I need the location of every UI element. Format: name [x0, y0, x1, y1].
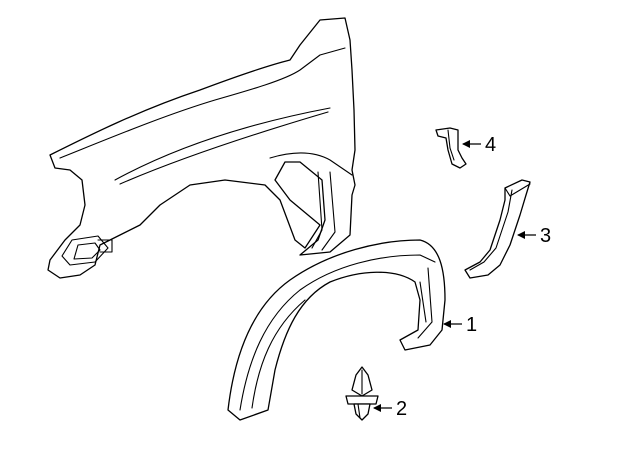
- callout-1: 1: [443, 314, 477, 336]
- fender-part: [47, 17, 356, 279]
- callout-3: 3: [517, 225, 551, 247]
- callout-2: 2: [373, 398, 407, 420]
- callout-4-label: 4: [485, 134, 496, 156]
- wheel-flare-part: [227, 239, 446, 421]
- push-pin-retainer-part: [345, 366, 379, 421]
- callout-2-label: 2: [396, 398, 407, 420]
- callout-1-label: 1: [466, 314, 477, 336]
- callout-3-label: 3: [540, 225, 551, 247]
- callout-4: 4: [462, 134, 496, 156]
- molding-part: [464, 179, 531, 279]
- bracket-part: [435, 127, 467, 169]
